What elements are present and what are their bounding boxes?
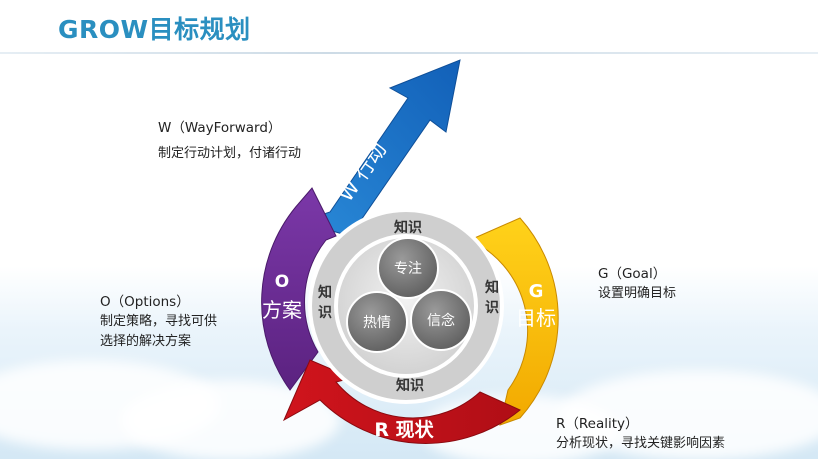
note-o-heading: O（Options）	[100, 294, 190, 310]
knowledge-label-right-char: 识	[485, 300, 499, 316]
note-o: O（Options） 制定策略，寻找可供 选择的解决方案	[100, 292, 217, 352]
core-belief	[410, 289, 472, 351]
knowledge-label-top: 知识	[394, 219, 422, 236]
note-o-body-line1: 制定策略，寻找可供	[100, 314, 218, 329]
note-o-body-line2: 选择的解决方案	[100, 334, 192, 349]
note-r: R（Reality） 分析现状，寻找关键影响因素	[556, 414, 725, 454]
core-focus	[377, 237, 439, 299]
r-segment	[282, 359, 521, 444]
note-g: G（Goal） 设置明确目标	[598, 264, 676, 304]
o-segment-word: 方案	[262, 298, 302, 322]
w-arrow	[298, 59, 461, 237]
note-g-body: 设置明确目标	[598, 286, 677, 301]
knowledge-label-bottom: 知识	[396, 377, 424, 394]
core-belief-label: 信念	[427, 312, 455, 329]
knowledge-label-left-char: 知	[318, 284, 332, 301]
r-segment-label: R 现状	[374, 418, 434, 441]
o-segment	[261, 187, 337, 391]
title-divider	[0, 52, 818, 54]
g-segment	[468, 217, 559, 426]
note-w-body: 制定行动计划，付诸行动	[158, 146, 302, 161]
page-title: GROW目标规划	[58, 15, 251, 44]
g-segment-letter: G	[529, 281, 544, 302]
knowledge-label-right: 知识	[485, 279, 499, 316]
note-r-heading: R（Reality）	[556, 416, 639, 432]
core-focus-label: 专注	[394, 261, 422, 277]
note-w: W（WayForward） 制定行动计划，付诸行动	[158, 118, 301, 164]
note-r-body: 分析现状，寻找关键影响因素	[556, 436, 726, 451]
o-segment-letter: O	[275, 272, 289, 292]
g-segment-word: 目标	[516, 306, 556, 330]
note-g-heading: G（Goal）	[598, 266, 667, 282]
knowledge-label-left: 知识	[318, 284, 332, 321]
knowledge-label-left-char: 识	[318, 305, 332, 321]
note-w-heading: W（WayForward）	[158, 120, 282, 136]
knowledge-label-right-char: 知	[485, 279, 499, 296]
core-passion-label: 热情	[363, 315, 391, 331]
core-passion	[346, 291, 408, 353]
